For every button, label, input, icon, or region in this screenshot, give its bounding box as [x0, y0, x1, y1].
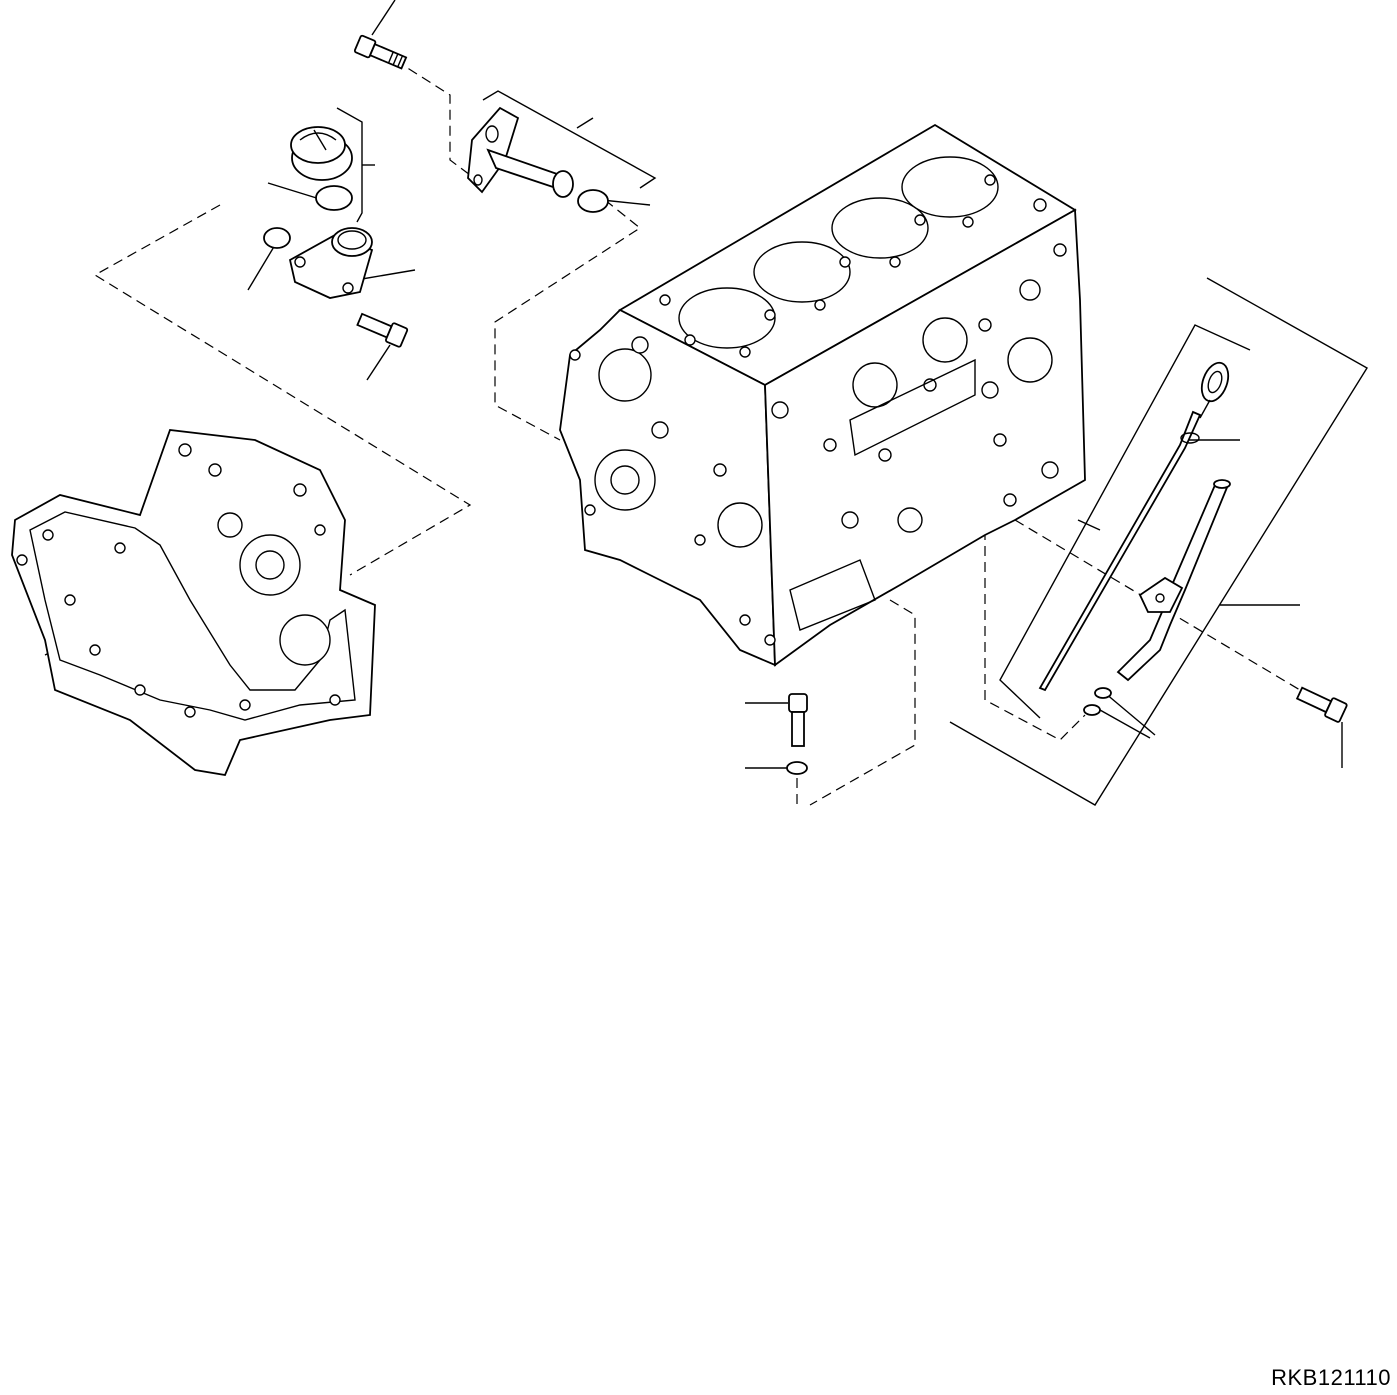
guide-o-rings: [1083, 687, 1112, 716]
cap-o-ring: [315, 185, 353, 211]
plug-bolt: [788, 693, 808, 747]
neck-o-ring: [263, 227, 291, 249]
callout-leaders: [44, 0, 1368, 806]
plug-washer: [786, 761, 808, 775]
pipe-o-ring: [577, 189, 609, 213]
dipstick: [1038, 361, 1230, 692]
flange-bolt-top: [353, 34, 408, 70]
figure-code-label: RKB121110: [1271, 1365, 1391, 1390]
neck-bolt: [356, 312, 409, 348]
filler-neck: [288, 227, 374, 299]
guide-bolt: [1295, 686, 1348, 723]
front-gear-case: [11, 429, 376, 777]
oil-filler-cap: [290, 126, 353, 181]
breather-pipe: [467, 106, 574, 198]
cylinder-block: [559, 123, 1086, 667]
dipstick-guide: [1116, 479, 1231, 682]
